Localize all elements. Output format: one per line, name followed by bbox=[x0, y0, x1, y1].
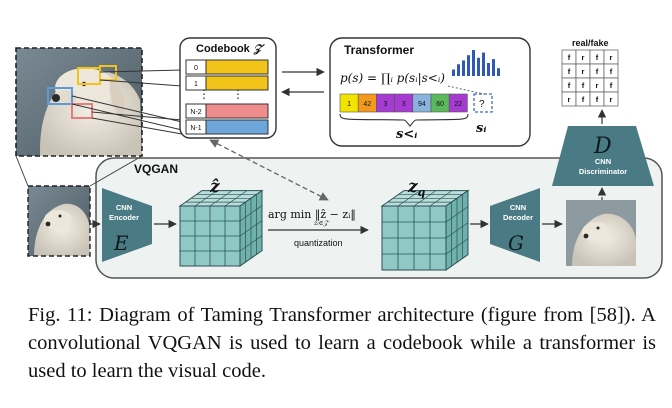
realfake-value: r bbox=[610, 53, 613, 62]
zhat-feature-cube bbox=[178, 189, 264, 267]
histogram-bar bbox=[462, 60, 465, 76]
probability-histogram bbox=[452, 50, 500, 76]
discriminator-symbol: D bbox=[593, 134, 612, 159]
input-image-frame bbox=[27, 185, 91, 257]
sequence-token-value: 42 bbox=[363, 101, 371, 108]
encoder-symbol: E bbox=[113, 231, 129, 255]
patch-highlight-red bbox=[71, 103, 93, 119]
output-image bbox=[566, 200, 636, 266]
decoder-symbol: G bbox=[508, 231, 524, 255]
sequence-token-value: 1 bbox=[347, 101, 351, 108]
decoder-block bbox=[490, 188, 540, 262]
histogram-bar bbox=[482, 52, 485, 76]
realfake-value: f bbox=[610, 67, 613, 76]
realfake-value: f bbox=[582, 95, 585, 104]
quantization-label: quantization bbox=[294, 238, 343, 248]
zoom-link-left bbox=[15, 155, 29, 187]
argmin-subscript: zᵢ∈𝒵 bbox=[313, 219, 331, 227]
sequence-token-value: 94 bbox=[418, 101, 426, 108]
codebook-index: 1 bbox=[194, 81, 198, 88]
realfake-title: real/fake bbox=[572, 38, 609, 48]
zoom-link-right bbox=[89, 155, 143, 187]
histogram-bar bbox=[457, 64, 460, 76]
codebook-index: N-2 bbox=[190, 109, 201, 116]
realfake-value: r bbox=[596, 81, 599, 90]
zq-quantized-cube bbox=[380, 189, 470, 271]
encoder-block bbox=[102, 188, 152, 262]
codebook-index: 0 bbox=[194, 65, 198, 72]
histogram-bar bbox=[467, 55, 470, 76]
codebook-index: N-1 bbox=[190, 125, 201, 132]
sequence-token bbox=[448, 93, 468, 113]
next-token-box bbox=[473, 93, 493, 113]
realfake-value: f bbox=[596, 95, 599, 104]
codebook-vector bbox=[205, 59, 269, 75]
histogram-bar bbox=[492, 59, 495, 76]
realfake-value: f bbox=[568, 81, 571, 90]
context-brace bbox=[339, 113, 469, 127]
input-image-small bbox=[28, 186, 90, 256]
zq-label: zq bbox=[407, 177, 426, 199]
histogram-bar bbox=[477, 57, 480, 76]
sequence-token-value: 60 bbox=[436, 101, 444, 108]
realfake-value: f bbox=[596, 53, 599, 62]
transformer-title: Transformer bbox=[344, 43, 414, 57]
discriminator-block bbox=[552, 126, 654, 186]
realfake-value: f bbox=[596, 67, 599, 76]
codebook-quantization-link bbox=[209, 139, 329, 201]
codebook-vector bbox=[205, 119, 269, 135]
image-crop-frame bbox=[15, 47, 143, 157]
histogram-bar bbox=[472, 50, 475, 76]
realfake-value: r bbox=[610, 95, 613, 104]
realfake-value: r bbox=[582, 53, 585, 62]
context-label: s<ᵢ bbox=[396, 127, 417, 142]
sequence-token-value: 3 bbox=[384, 101, 388, 108]
codebook-vector bbox=[205, 75, 269, 91]
realfake-cell bbox=[603, 91, 619, 107]
realfake-value: r bbox=[568, 95, 571, 104]
patch-highlight-yellow-2 bbox=[99, 65, 117, 81]
zhat-label: ẑ bbox=[209, 177, 220, 197]
sequence-token-value: 3 bbox=[402, 101, 406, 108]
realfake-value: r bbox=[582, 67, 585, 76]
input-image-large bbox=[16, 48, 142, 156]
realfake-value: f bbox=[582, 81, 585, 90]
codebook-ellipsis-right: ⋮ bbox=[232, 87, 244, 101]
transformer-formula: p(s) = ∏ᵢ p(sᵢ|s<ᵢ) bbox=[340, 71, 445, 85]
histogram-bar bbox=[487, 63, 490, 76]
argmin-expression: arg min ‖ẑ − zᵢ‖ bbox=[268, 208, 356, 222]
vqgan-label: VQGAN bbox=[134, 162, 178, 176]
histogram-bar bbox=[497, 68, 500, 76]
sequence-token-value: 22 bbox=[454, 101, 462, 108]
realfake-value: f bbox=[568, 67, 571, 76]
next-token-label: sᵢ bbox=[476, 121, 486, 136]
realfake-value: f bbox=[610, 81, 613, 90]
figure-caption: Fig. 11: Diagram of Taming Transformer a… bbox=[28, 304, 656, 382]
token-sequence: 1 42 3 3 94 60 22 bbox=[339, 93, 468, 113]
codebook-entries: 0 1N-2N-1 bbox=[185, 59, 269, 135]
histogram-bar bbox=[452, 69, 455, 76]
next-token-unknown: ? bbox=[479, 99, 485, 110]
codebook-vector bbox=[205, 103, 269, 119]
realfake-value: f bbox=[568, 53, 571, 62]
codebook-ellipsis: ⋮ bbox=[198, 87, 210, 101]
